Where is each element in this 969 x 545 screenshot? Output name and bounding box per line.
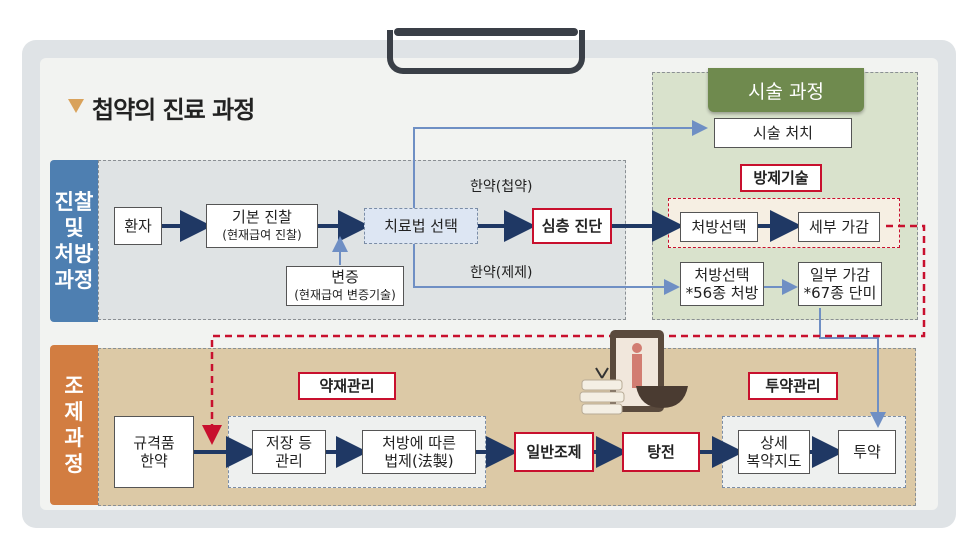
node-storage-label-2: 관리 xyxy=(275,452,303,470)
node-detail-adjust: 세부 가감 xyxy=(798,212,880,242)
node-pattern-label: 변증 xyxy=(331,268,359,286)
node-basic-exam-label: 기본 진찰 xyxy=(232,208,292,226)
page-title: 첩약의 진료 과정 xyxy=(92,96,255,124)
herbal-medicine-icon xyxy=(579,330,688,415)
node-basic-exam: 기본 진찰 (현재급여 진찰) xyxy=(206,204,318,248)
node-dosing: 투약 xyxy=(838,430,896,474)
node-basic-exam-sub: (현재급여 진찰) xyxy=(222,228,302,242)
node-decoction: 탕전 xyxy=(622,432,700,472)
node-standard-herb-label: 규격품 xyxy=(133,434,175,452)
node-partial-adjust-sub: *67종 단미 xyxy=(803,284,877,302)
node-detailed-guidance: 상세 복약지도 xyxy=(738,430,810,474)
node-partial-adjust-label: 일부 가감 xyxy=(810,266,870,284)
node-rx-select-2: 처방선택 *56종 처방 xyxy=(680,262,764,306)
node-pattern-sub: (현재급여 변증기술) xyxy=(294,288,396,302)
node-general-prep: 일반조제 xyxy=(514,432,594,472)
node-pattern: 변증 (현재급여 변증기술) xyxy=(286,266,404,306)
node-dosing-mgmt: 투약관리 xyxy=(748,372,838,400)
node-detailed-label: 상세 xyxy=(760,434,788,452)
node-storage-label: 저장 등 xyxy=(265,434,313,452)
node-deep-diagnosis: 심층 진단 xyxy=(532,208,612,244)
node-storage: 저장 등 관리 xyxy=(252,430,326,474)
side-label-diagnosis: 진찰 및 처방 과정 xyxy=(50,160,98,322)
node-rx-select-2-label: 처방선택 xyxy=(694,266,750,284)
node-rx-processing-label: 처방에 따른 xyxy=(382,434,456,452)
node-procedure-treatment: 시술 처치 xyxy=(714,118,852,148)
node-herb-mgmt: 약재관리 xyxy=(298,372,396,400)
node-treatment-select: 치료법 선택 xyxy=(364,208,478,244)
node-standard-herb: 규격품 한약 xyxy=(114,416,194,488)
clipboard-clip xyxy=(387,30,585,74)
triangle-bullet-icon xyxy=(68,99,84,113)
node-patient: 환자 xyxy=(114,207,162,245)
clipboard-clip-bar xyxy=(394,28,578,36)
node-prescription-tech: 방제기술 xyxy=(740,164,822,192)
procedure-header: 시술 과정 xyxy=(708,68,864,112)
edge-label-jeje: 한약(제제) xyxy=(470,265,533,281)
edge-label-cheop: 한약(첩약) xyxy=(470,179,533,195)
node-rx-select-1: 처방선택 xyxy=(680,212,758,242)
node-rx-select-2-sub: *56종 처방 xyxy=(685,284,759,302)
side-label-preparation: 조 제 과 정 xyxy=(50,345,98,505)
node-standard-herb-label-2: 한약 xyxy=(140,452,168,470)
node-partial-adjust: 일부 가감 *67종 단미 xyxy=(798,262,882,306)
node-rx-processing-label-2: 법제(法製) xyxy=(384,452,454,470)
node-detailed-label-2: 복약지도 xyxy=(746,452,802,470)
node-rx-processing: 처방에 따른 법제(法製) xyxy=(362,430,476,474)
